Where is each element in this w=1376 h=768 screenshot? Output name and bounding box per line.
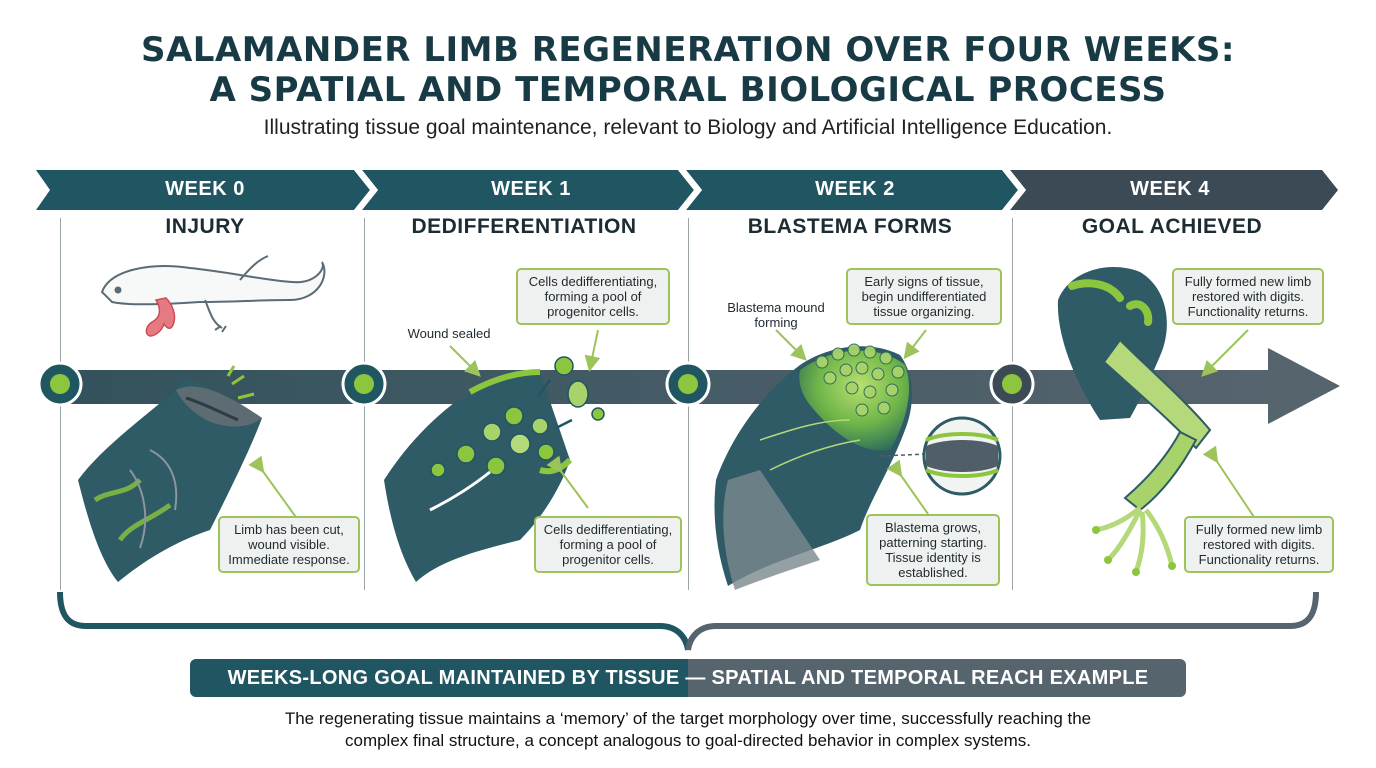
subtitle: Illustrating tissue goal maintenance, re…: [263, 116, 1113, 139]
stage-goal-label: GOAL ACHIEVED: [1081, 215, 1263, 238]
cut-limb-image: [78, 365, 262, 582]
arrow-icon: [248, 455, 299, 521]
callout-week-4-top: Fully formed new limb restored with digi…: [1172, 268, 1324, 325]
description-line-2: complex final structure, a concept analo…: [344, 731, 1032, 750]
title-line-1: SALAMANDER LIMB REGENERATION OVER FOUR W…: [140, 30, 1236, 70]
label-blastema-mound: Blastema mound forming: [727, 300, 825, 330]
summary-banner: WEEKS-LONG GOAL MAINTAINED BY TISSUE — S…: [190, 659, 1186, 697]
week-2-chevron: [686, 170, 1018, 210]
arrow-icon: [546, 455, 589, 509]
description-line-1: The regenerating tissue maintains a ‘mem…: [284, 709, 1092, 728]
milestone-node-week-1: [341, 361, 387, 407]
arrow-icon: [1201, 329, 1249, 377]
timeline-arrowhead: [1268, 348, 1340, 424]
callout-week-2-bottom: Blastema grows, patterning starting. Tis…: [866, 514, 1000, 586]
regenerated-limb-image: [1057, 267, 1212, 576]
week-1-label: WEEK 1: [491, 178, 571, 200]
arrow-icon: [584, 329, 601, 372]
callout-week-2-top: Early signs of tissue, begin undifferent…: [846, 268, 1002, 325]
week-banner: [36, 170, 1338, 210]
magnified-tissue-inset: [879, 416, 1002, 496]
blastema-limb-image: [714, 343, 912, 590]
stage-dedifferentiation-label: DEDIFFERENTIATION: [411, 215, 637, 238]
label-wound-sealed: Wound sealed: [407, 326, 491, 341]
callout-week-4-bottom: Fully formed new limb restored with digi…: [1184, 516, 1334, 573]
bracket-left: [57, 591, 691, 651]
stage-injury-label: INJURY: [165, 215, 245, 238]
arrow-icon: [903, 329, 927, 360]
week-4-chevron: [1010, 170, 1338, 210]
bracket-right: [685, 591, 1319, 651]
dedifferentiation-limb-image: [384, 356, 605, 582]
callout-week-1-top: Cells dedifferentiating, forming a pool …: [516, 268, 670, 325]
week-1-chevron: [362, 170, 694, 210]
injured-leg-image: [145, 297, 176, 337]
callout-week-1-bottom: Cells dedifferentiating, forming a pool …: [534, 516, 682, 573]
arrow-icon: [886, 459, 929, 515]
week-0-chevron: [36, 170, 370, 210]
week-0-label: WEEK 0: [165, 178, 245, 200]
milestone-node-week-0: [37, 361, 83, 407]
callout-week-0: Limb has been cut, wound visible. Immedi…: [218, 516, 360, 573]
week-4-label: WEEK 4: [1130, 178, 1210, 200]
arrow-icon: [775, 329, 807, 361]
title-line-2: A SPATIAL AND TEMPORAL BIOLOGICAL PROCES…: [209, 70, 1167, 110]
milestone-node-week-4: [989, 361, 1035, 407]
salamander-outline-image: [100, 255, 326, 333]
milestone-node-week-2: [665, 361, 711, 407]
stage-blastema-label: BLASTEMA FORMS: [747, 215, 953, 238]
summary-banner-text: WEEKS-LONG GOAL MAINTAINED BY TISSUE — S…: [227, 667, 1149, 689]
arrow-icon: [449, 345, 481, 377]
week-2-label: WEEK 2: [815, 178, 895, 200]
arrow-icon: [1202, 445, 1257, 521]
